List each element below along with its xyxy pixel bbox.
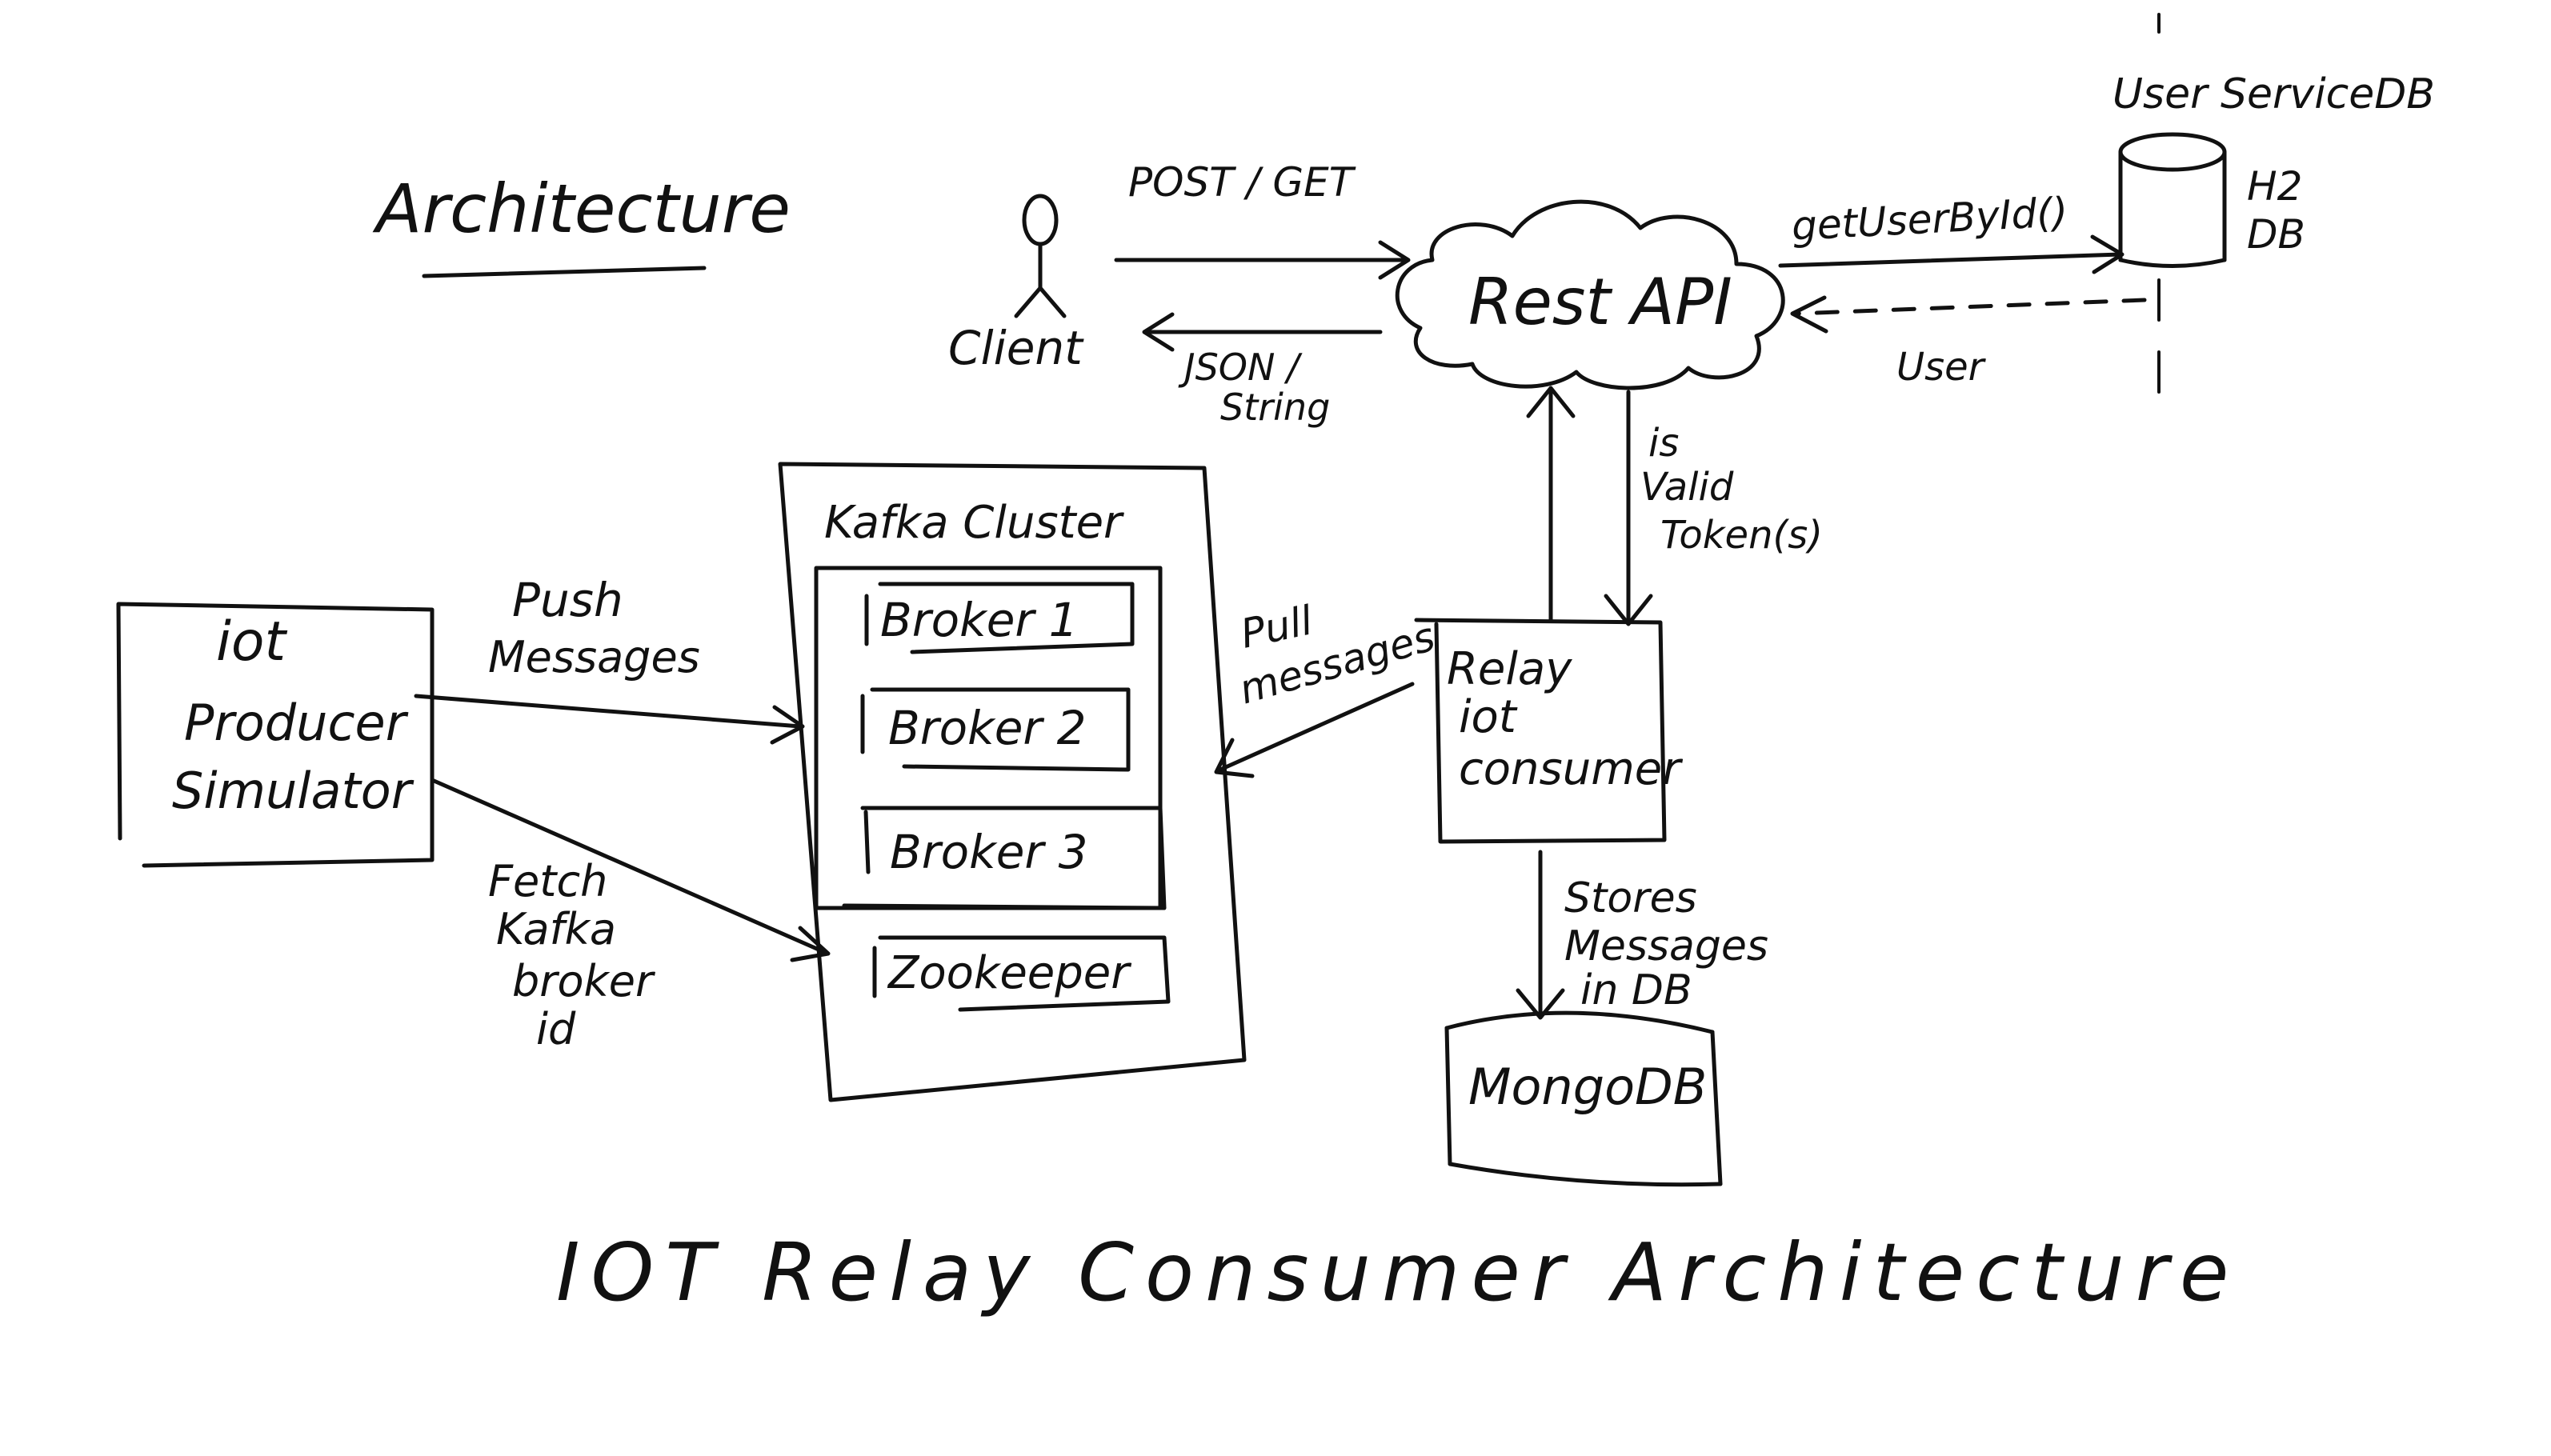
fetch-label-line4: id [536, 1004, 576, 1054]
get-user-arrow [1778, 252, 2123, 268]
relay-label-line3: consumer [1459, 743, 1683, 795]
iot-producer-label-line2: Producer [184, 694, 409, 752]
broker-1: Broker 1 [864, 582, 1135, 654]
iot-producer-node: iot Producer Simulator [116, 602, 435, 868]
kafka-cluster-box [778, 462, 1247, 1102]
iot-producer-label-line3: Simulator [172, 762, 414, 820]
user-arrowhead [1790, 295, 1828, 334]
get-user-label: getUserById() [1791, 189, 2069, 250]
edge-get-user-by-id: getUserById() [1778, 189, 2124, 274]
rest-api-node: Rest API [1395, 199, 1785, 390]
edge-fetch-broker-id: Fetch Kafka broker id [430, 778, 831, 1054]
edge-relay-to-rest-api [1526, 386, 1576, 622]
json-label-line2: String [1220, 386, 1330, 429]
broker-3-box [842, 806, 1167, 910]
relay-up-arrowhead [1526, 386, 1576, 418]
broker-2-box [870, 687, 1131, 772]
h2-db-label-line1: H2 [2247, 163, 2302, 210]
relay-consumer-node: Relay iot consumer [1414, 618, 1683, 844]
push-arrow [414, 694, 803, 729]
client-node: Client [948, 194, 1084, 375]
zookeeper: Zookeeper [872, 935, 1171, 1012]
is-valid-label-line3: Token(s) [1660, 513, 1823, 558]
client-head [1022, 194, 1059, 246]
broker-1-box [878, 582, 1135, 654]
iot-producer-box [116, 602, 435, 868]
broker-1-label: Broker 1 [880, 593, 1079, 647]
edge-user: User [1790, 295, 2147, 390]
user-label: User [1896, 345, 1987, 390]
kafka-cluster-label: Kafka Cluster [824, 497, 1124, 549]
rest-api-label: Rest API [1468, 265, 1732, 339]
mongodb-left [1444, 1026, 1452, 1166]
footer-title: IOT Relay Consumer Architecture [556, 1226, 2240, 1319]
mongodb-top [1444, 1010, 1715, 1034]
broker-3-label: Broker 3 [890, 825, 1088, 879]
section-heading-text: Architecture [372, 170, 791, 248]
client-leg-right [1038, 286, 1067, 318]
edge-push-messages: Push Messages [414, 573, 805, 745]
zookeeper-label: Zookeeper [887, 947, 1131, 999]
client-leg-left [1014, 286, 1043, 318]
push-label-line1: Push [512, 573, 623, 627]
stores-label-line3: in DB [1580, 966, 1692, 1014]
stores-arrowhead [1516, 988, 1565, 1020]
mongodb-right [1710, 1030, 1723, 1186]
push-label-line2: Messages [488, 632, 700, 682]
post-get-label: POST / GET [1128, 159, 1356, 206]
json-arrowhead [1142, 312, 1175, 352]
mongodb-node: MongoDB [1444, 1010, 1723, 1187]
zookeeper-box [878, 935, 1171, 1012]
post-get-arrowhead [1378, 240, 1411, 280]
edge-is-valid-token: is Valid Token(s) [1604, 390, 1823, 626]
pull-arrow [1218, 682, 1415, 772]
relay-label-line2: iot [1459, 691, 1518, 743]
relay-consumer-box [1414, 618, 1667, 844]
relay-label-line1: Relay [1447, 643, 1572, 695]
user-service-db-label: User ServiceDB [2112, 70, 2435, 118]
mongodb-label: MongoDB [1468, 1058, 1707, 1116]
edge-json-string: JSON / String [1142, 312, 1383, 429]
broker-2-label: Broker 2 [888, 701, 1087, 755]
broker-3: Broker 3 [842, 806, 1167, 910]
user-service-db-node: User ServiceDB H2 DB [2112, 13, 2435, 394]
rest-api-cloud [1395, 199, 1785, 390]
h2-db-bottom [2118, 258, 2227, 268]
fetch-label-line3: broker [512, 956, 655, 1006]
h2-db-label-line2: DB [2247, 211, 2305, 258]
fetch-arrow [430, 778, 827, 954]
broker-2: Broker 2 [860, 687, 1131, 772]
stores-label-line1: Stores [1564, 874, 1697, 922]
section-heading: Architecture [372, 170, 791, 278]
mongodb-bottom [1448, 1162, 1723, 1187]
fetch-label-line2: Kafka [496, 904, 616, 954]
stores-label-line2: Messages [1564, 922, 1768, 970]
is-valid-label-line1: is [1648, 421, 1679, 466]
user-arrow [1794, 298, 2147, 316]
is-valid-label-line2: Valid [1640, 465, 1734, 510]
heading-underline [422, 266, 707, 278]
edge-post-get: POST / GET [1114, 159, 1411, 280]
edge-stores-messages: Stores Messages in DB [1516, 850, 1768, 1020]
pull-arrowhead [1214, 738, 1255, 778]
fetch-arrowhead [790, 926, 831, 962]
json-label-line1: JSON / [1178, 346, 1303, 389]
edge-pull-messages: Pull messages [1214, 597, 1440, 778]
kafka-cluster-node: Kafka Cluster Broker 1 Broker 2 Broker 3… [778, 462, 1247, 1102]
client-label: Client [948, 321, 1084, 375]
iot-producer-label-line1: iot [216, 610, 287, 674]
h2-db-top [2118, 132, 2227, 172]
fetch-label-line1: Fetch [488, 856, 607, 906]
